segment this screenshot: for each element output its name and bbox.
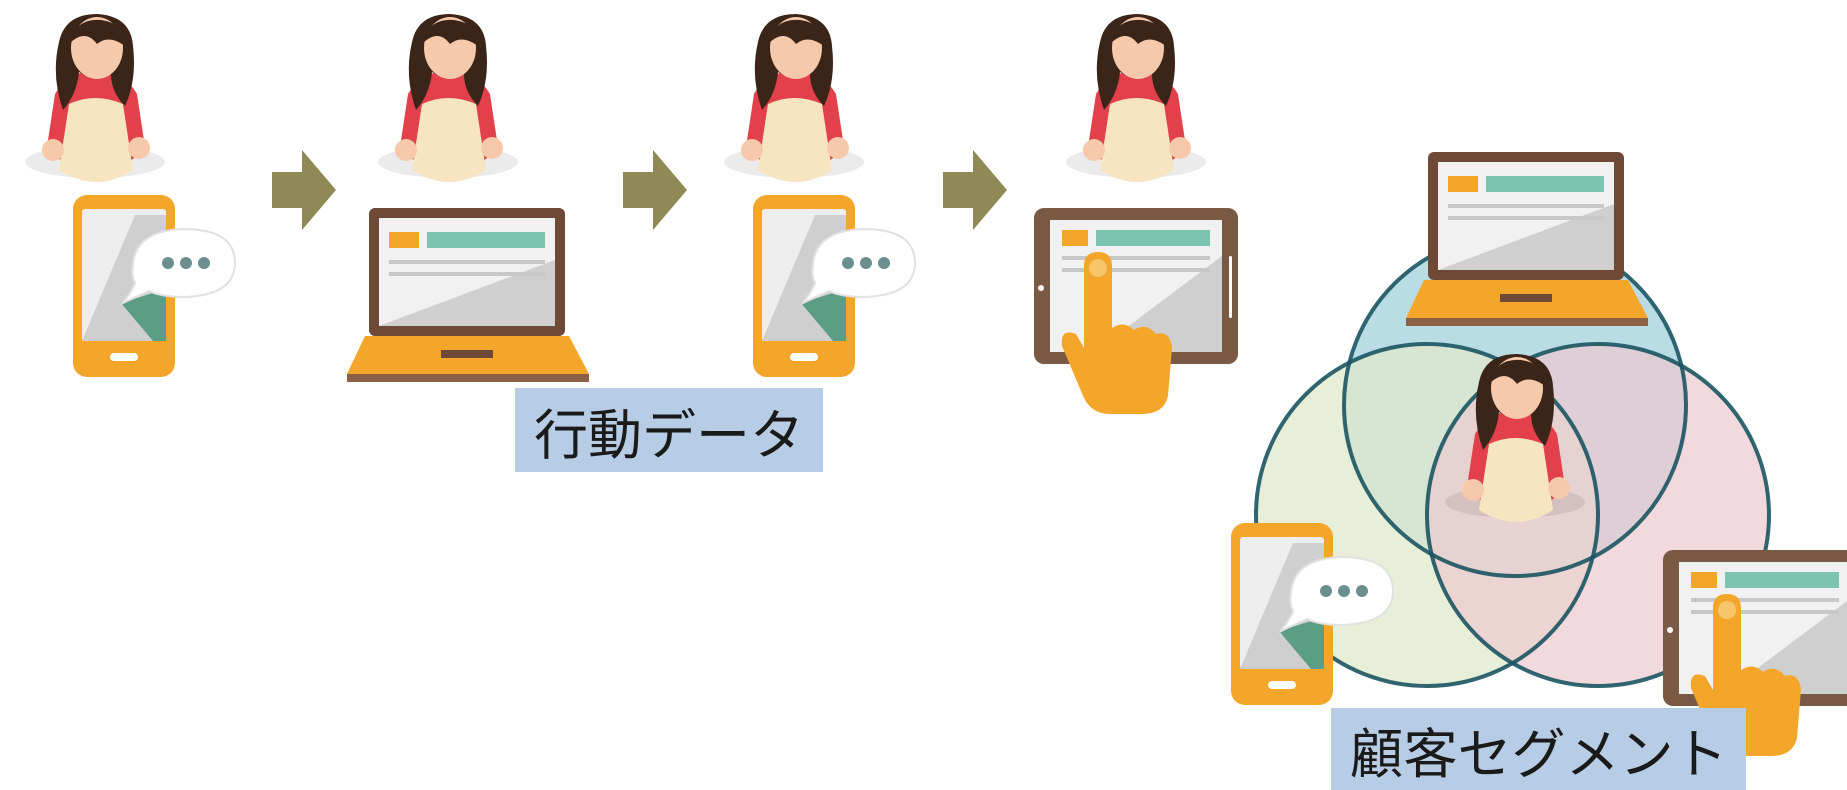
arrow-right-icon [943,150,1007,230]
customer-segment-label: 顧客セグメント [1331,708,1746,790]
laptop-icon [347,208,589,382]
person-icon [724,14,864,182]
journey-step-1 [25,14,236,378]
venn-diagram [1230,152,1847,756]
smartphone-chat-icon [72,194,236,378]
tablet-touch-icon [1034,208,1238,414]
journey-step-2 [347,14,589,382]
smartphone-chat-icon [752,194,916,378]
arrow-right-icon [272,150,336,230]
person-icon [25,14,165,182]
journey-step-3 [724,14,916,378]
journey-step-4 [1034,14,1238,414]
person-icon [1066,14,1206,182]
person-icon [378,14,518,182]
laptop-icon [1406,152,1648,326]
behavior-data-label: 行動データ [515,388,823,472]
arrow-right-icon [623,150,687,230]
